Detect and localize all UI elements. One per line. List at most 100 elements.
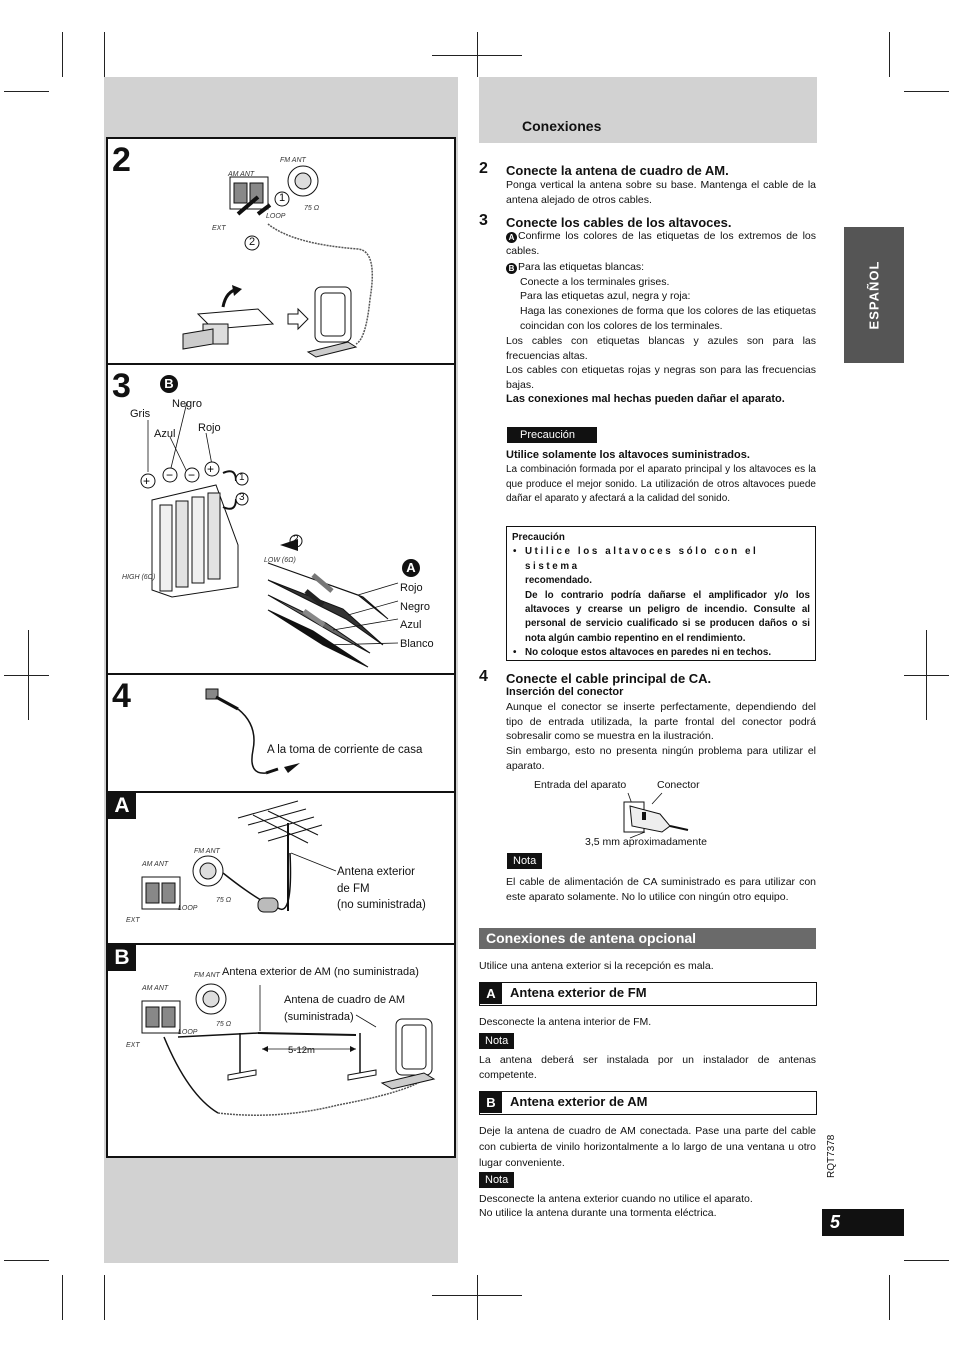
marker-b-icon: B — [506, 263, 517, 274]
svg-text:+: + — [143, 474, 150, 488]
loop-label: LOOP — [266, 213, 286, 220]
language-tab-label: ESPAÑOL — [866, 260, 882, 330]
connector-illustration — [623, 792, 689, 839]
step-3-number: 3 — [479, 212, 488, 229]
fm-antenna-heading: A Antena exterior de FM — [479, 982, 817, 1006]
item-a-text: Confirme los colores de las etiquetas de… — [506, 230, 816, 257]
figure-letter: B — [108, 945, 136, 971]
step-3-warning: Las conexiones mal hechas pueden dañar e… — [506, 393, 785, 405]
ohm-label: 75 Ω — [216, 1021, 232, 1028]
fm-ant-label: FM ANT — [194, 972, 220, 979]
am-heading-title: Antena exterior de AM — [510, 1094, 648, 1109]
am-outdoor-antenna-illustration — [141, 983, 436, 1116]
caution-body: La combinación formada por el aparato pr… — [506, 464, 816, 505]
section-title: Conexiones — [522, 118, 602, 134]
fm-outdoor-antenna-illustration — [141, 800, 337, 913]
caution-box: Precaución Utilice los altavoces sólo co… — [506, 526, 816, 661]
wire-label-negro: Negro — [400, 601, 430, 613]
figure-b-am-antenna: B AM ANT FM ANT EXT LOOP 75 Ω Antena ext… — [106, 943, 456, 1158]
document-code: RQT7378 — [826, 1134, 837, 1178]
step-4-title: Conecte el cable principal de CA. — [506, 671, 712, 686]
figure-number: 3 — [112, 367, 131, 405]
figure-3-speaker-cables: 3 B A + − − + Gris Negro Azul Rojo HIGH … — [106, 363, 456, 675]
gris-label: Gris — [130, 408, 151, 420]
marker-b: B — [160, 375, 178, 393]
item-1-rest: recomendado. — [525, 575, 592, 587]
am-ant-label: AM ANT — [142, 985, 169, 992]
loop-label: LOOP — [178, 905, 198, 912]
language-tab: ESPAÑOL — [844, 227, 904, 363]
page-number: 5 — [822, 1209, 904, 1236]
fm-ant-label: FM ANT — [280, 157, 306, 164]
step-3-para-1: Los cables con etiquetas blancas y azule… — [506, 335, 816, 362]
item-1-line: Utilice los altavoces sólo con el sistem… — [525, 546, 759, 572]
ohm-label: 75 Ω — [304, 205, 320, 212]
am-note-2: No utilice la antena durante una torment… — [479, 1207, 717, 1219]
ext-label: EXT — [126, 1042, 140, 1049]
fig-a-caption: Antena exterior de FM (no suministrada) — [337, 864, 426, 914]
am-antenna-heading: B Antena exterior de AM — [479, 1091, 817, 1115]
fm-heading-letter: A — [480, 983, 502, 1004]
callout-2: 2 — [249, 236, 256, 248]
step-4-note: El cable de alimentación de CA suministr… — [506, 876, 816, 903]
high-label: HIGH (6Ω) — [122, 574, 156, 581]
step-2-title: Conecte la antena de cuadro de AM. — [506, 163, 729, 178]
wire-label-blanco: Blanco — [400, 638, 434, 650]
step-3-title: Conecte los cables de los altavoces. — [506, 215, 732, 230]
callout-1: 1 — [239, 472, 245, 483]
am-heading-letter: B — [480, 1092, 502, 1113]
fm-ant-label: FM ANT — [194, 848, 220, 855]
section-header-band — [479, 77, 817, 143]
am-ant-label: AM ANT — [228, 171, 255, 178]
ext-label: EXT — [126, 917, 140, 924]
am-note-1: Desconecte la antena exterior cuando no … — [479, 1193, 753, 1205]
caption-line: (no suministrada) — [337, 899, 426, 911]
figure-2-loop-antenna: 2 AM ANT FM ANT EXT LOOP 75 Ω 1 2 — [106, 137, 456, 365]
azul-label: Azul — [154, 428, 176, 440]
callout-3: 3 — [239, 492, 245, 503]
wire-label-azul: Azul — [400, 619, 422, 631]
speaker-terminal-illustration: + − − + — [140, 401, 399, 668]
fig-b-caption-top: Antena exterior de AM (no suministrada) — [222, 966, 419, 978]
rojo-label: Rojo — [198, 422, 221, 434]
distance-label: 5-12m — [288, 1045, 315, 1056]
am-ant-label: AM ANT — [142, 861, 169, 868]
negro-label: Negro — [172, 398, 202, 410]
caution-heading: Utilice solamente los altavoces suminist… — [506, 449, 750, 461]
figure-a-fm-antenna: A AM ANT FM ANT EXT LOOP 75 Ω Antena ext… — [106, 791, 456, 945]
callout-1: 1 — [279, 192, 286, 204]
caution-box-item-2: No coloque estos altavoces en paredes ni… — [512, 646, 810, 661]
item-b-line-3: Haga las conexiones de forma que los col… — [520, 305, 816, 332]
fm-heading-title: Antena exterior de FM — [510, 985, 647, 1000]
step-2-number: 2 — [479, 160, 488, 177]
callout-2: 2 — [293, 534, 299, 545]
svg-text:−: − — [166, 468, 173, 482]
item-b-line-1: Conecte a los terminales grises. — [520, 276, 670, 288]
ac-cable-illustration — [205, 688, 300, 775]
item-b-line-2: Para las etiquetas azul, negra y roja: — [520, 290, 691, 302]
optional-intro: Utilice una antena exterior si la recepc… — [479, 960, 714, 972]
marker-a-icon: A — [506, 232, 517, 243]
step-2-body: Ponga vertical la antena sobre su base. … — [506, 179, 816, 206]
wire-label-rojo: Rojo — [400, 582, 423, 594]
fig-b-caption-loop: Antena de cuadro de AM (suministrada) — [284, 992, 405, 1025]
figure-number: 2 — [112, 141, 131, 179]
caution-box-item-1: Utilice los altavoces sólo con el sistem… — [512, 545, 810, 646]
diagram-connector-label: Conector — [657, 779, 700, 791]
optional-antenna-heading: Conexiones de antena opcional — [479, 928, 816, 949]
caption-line: Antena exterior — [337, 866, 415, 878]
caption-line: Antena de cuadro de AM — [284, 994, 406, 1006]
svg-text:+: + — [207, 462, 214, 476]
am-note-tag: Nota — [479, 1172, 515, 1188]
svg-text:−: − — [188, 468, 195, 482]
caption-line: (suministrada) — [284, 1010, 354, 1023]
diagram-distance-label: 3,5 mm aproximadamente — [585, 836, 707, 848]
low-label: LOW (6Ω) — [264, 557, 296, 564]
fig4-caption: A la toma de corriente de casa — [267, 744, 423, 756]
marker-a: A — [402, 559, 420, 577]
loop-label: LOOP — [178, 1029, 198, 1036]
step-4-subtitle: Inserción del conector — [506, 686, 624, 698]
figure-number: 4 — [112, 677, 131, 715]
